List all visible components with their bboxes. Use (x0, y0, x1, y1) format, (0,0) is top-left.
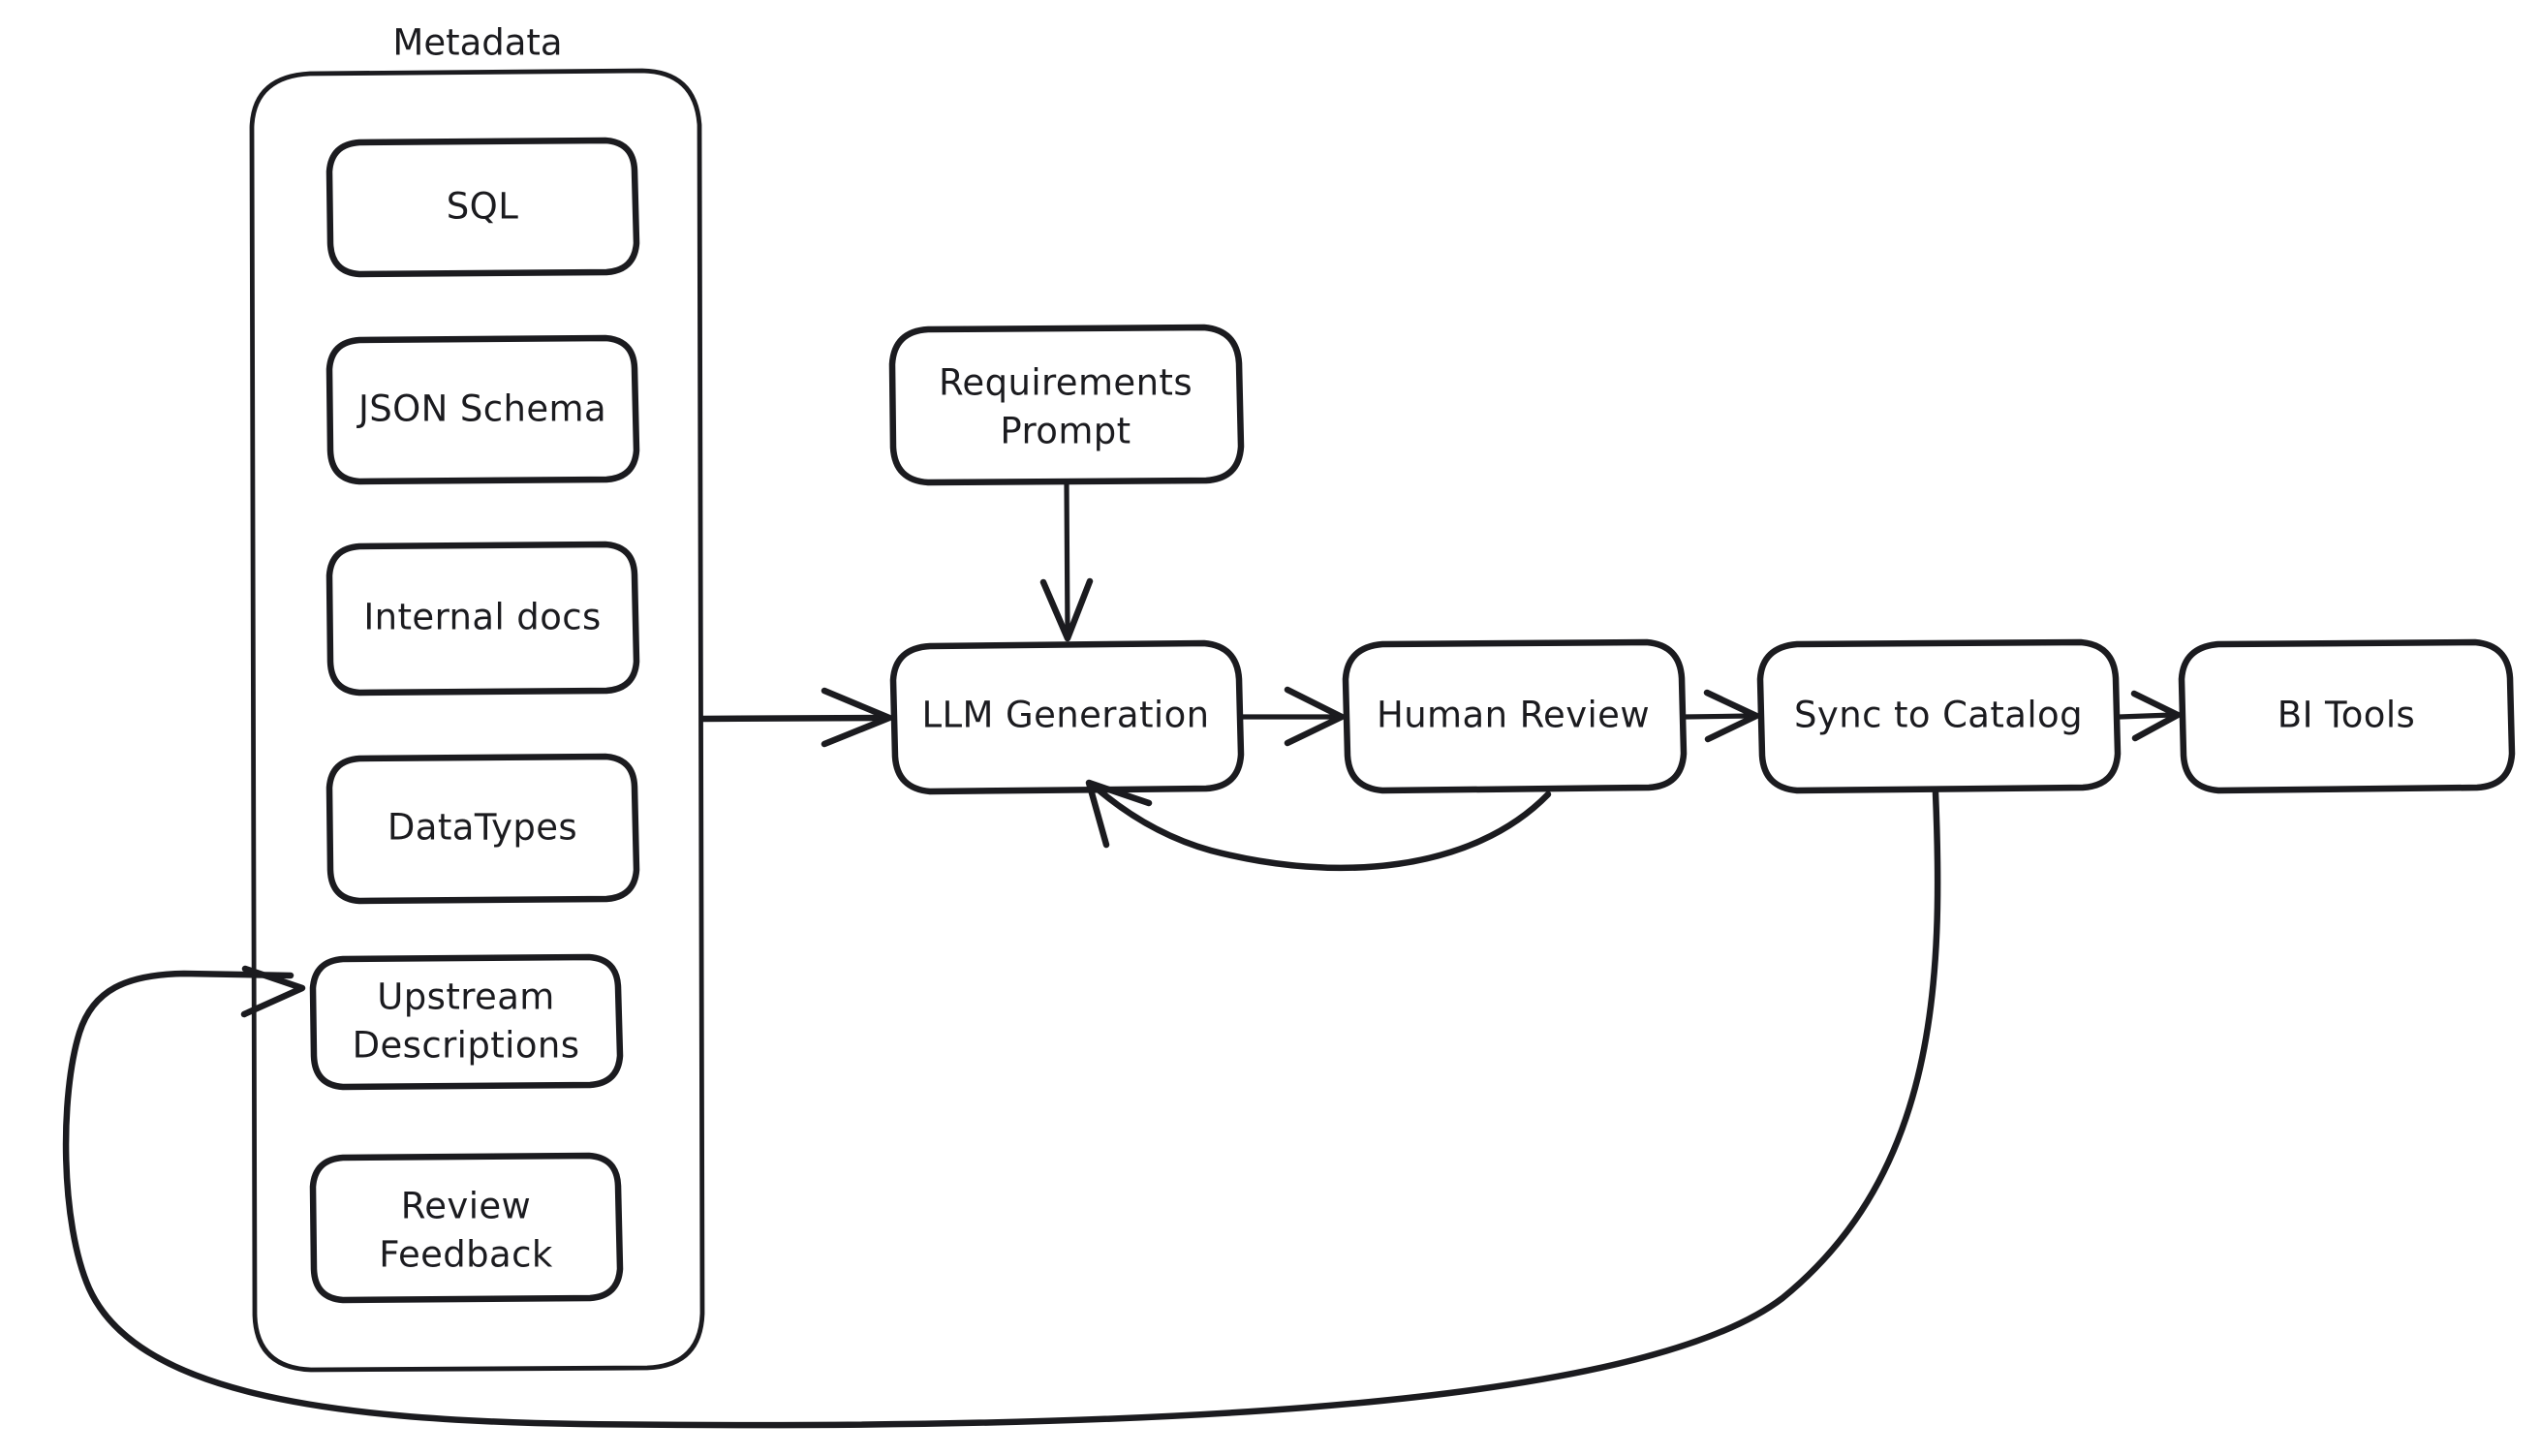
requirements-prompt-box (888, 324, 1245, 486)
edge-review-to-sync-arrowhead (1703, 689, 1760, 743)
sql-label: SQL (447, 186, 518, 228)
datatypes-box (325, 753, 640, 905)
review-feedback-label-line1: Review (401, 1186, 531, 1227)
node-llm-generation[interactable]: LLM Generation (889, 639, 1245, 795)
node-sync-to-catalog[interactable]: Sync to Catalog (1756, 638, 2122, 794)
edge-sync-to-bi-line (2117, 712, 2175, 720)
edge-review-to-sync-line (1683, 713, 1753, 720)
human-review-label: Human Review (1377, 695, 1650, 736)
edge-sync-to-upstream-arrowhead (240, 965, 306, 1018)
edge-metadata-to-llm-line (699, 714, 887, 723)
edge-prompt-to-llm-arrowhead (1039, 577, 1094, 642)
edge-review-back-to-llm-line (1091, 783, 1552, 872)
node-sql[interactable]: SQL (325, 137, 640, 278)
datatypes-label: DataTypes (387, 807, 577, 849)
node-requirements-prompt[interactable]: Requirements Prompt (888, 324, 1245, 486)
upstream-descriptions-label-line2: Descriptions (353, 1025, 580, 1067)
edge-metadata-to-llm-arrowhead (821, 687, 893, 748)
requirements-prompt-label-line2: Prompt (1000, 411, 1131, 452)
edge-sync-to-bi-arrowhead (2130, 690, 2182, 742)
human-review-box (1342, 638, 1688, 794)
edge-llm-generation-to-human-review (1240, 686, 1346, 747)
node-json-schema[interactable]: JSON Schema (325, 334, 640, 485)
edge-sync-to-catalog-to-upstream-descriptions (62, 789, 1941, 1429)
review-feedback-label-line2: Feedback (379, 1234, 553, 1276)
node-human-review[interactable]: Human Review (1342, 638, 1688, 794)
sync-to-catalog-label: Sync to Catalog (1794, 695, 2083, 736)
edge-sync-to-upstream-line (62, 789, 1941, 1429)
metadata-group-title: Metadata (392, 22, 562, 64)
sync-to-catalog-box (1756, 638, 2122, 794)
edge-llm-to-review-arrowhead (1284, 686, 1346, 747)
internal-docs-label: Internal docs (363, 597, 601, 638)
node-bi-tools[interactable]: BI Tools (2178, 638, 2516, 794)
edge-prompt-to-llm-line (1064, 481, 1070, 635)
llm-generation-label: LLM Generation (922, 695, 1210, 736)
node-review-feedback[interactable]: Review Feedback (309, 1152, 624, 1304)
node-datatypes[interactable]: DataTypes (325, 753, 640, 905)
node-upstream-descriptions[interactable]: Upstream Descriptions (309, 953, 624, 1091)
llm-generation-box (889, 639, 1245, 795)
edge-human-review-to-sync-to-catalog (1683, 689, 1760, 743)
json-schema-label: JSON Schema (356, 388, 606, 430)
sql-box (325, 137, 640, 278)
upstream-descriptions-label-line1: Upstream (377, 976, 554, 1018)
bi-tools-box (2178, 638, 2516, 794)
edge-sync-to-catalog-to-bi-tools (2117, 690, 2182, 742)
node-internal-docs[interactable]: Internal docs (325, 541, 640, 697)
edge-requirements-prompt-to-llm-generation (1039, 481, 1094, 642)
requirements-prompt-label-line1: Requirements (939, 362, 1193, 404)
internal-docs-box (325, 541, 640, 697)
edge-metadata-to-llm-generation (699, 687, 893, 748)
upstream-descriptions-box (309, 953, 624, 1091)
edge-review-back-to-llm-arrowhead (1085, 779, 1153, 849)
edge-human-review-back-to-llm-generation (1085, 779, 1552, 872)
json-schema-box (325, 334, 640, 485)
review-feedback-box (309, 1152, 624, 1304)
bi-tools-label: BI Tools (2278, 695, 2415, 736)
